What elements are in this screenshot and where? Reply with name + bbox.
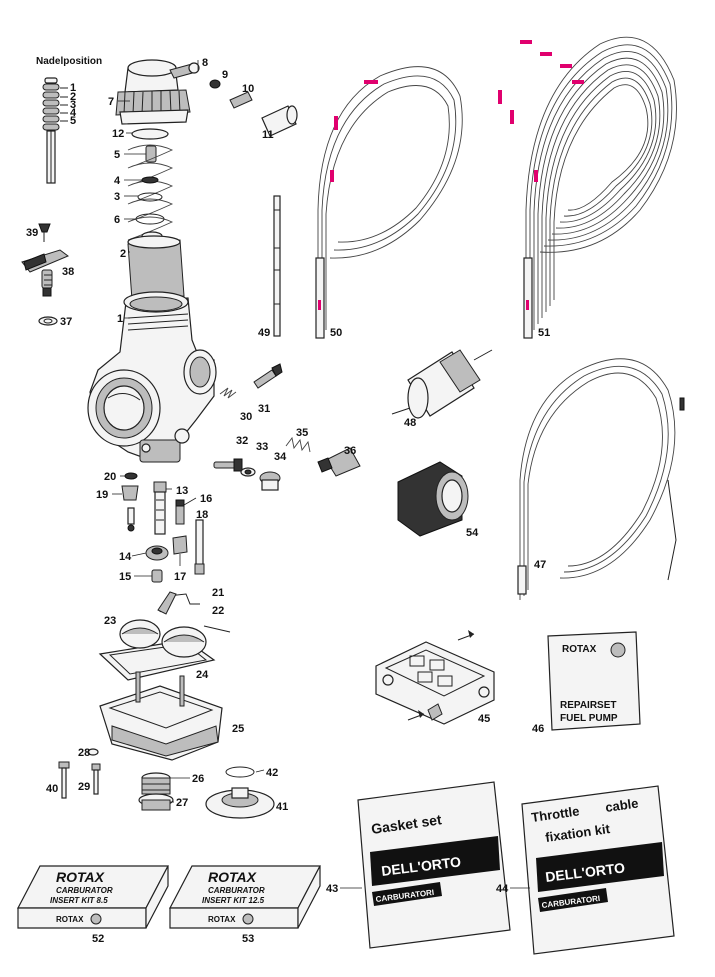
kit125-line1: CARBURATOR [208, 886, 265, 895]
callout-26: 26 [192, 773, 204, 785]
callout-49: 49 [258, 327, 270, 339]
repairset-line1: REPAIRSET [560, 700, 617, 711]
kit85-line1: CARBURATOR [56, 886, 113, 895]
needle-pos-1: 1 [70, 82, 76, 94]
cable-51 [498, 36, 677, 339]
callout-13: 13 [176, 485, 188, 497]
callout-17: 17 [174, 571, 186, 583]
kit85-footer: ROTAX [56, 915, 84, 924]
callout-31: 31 [258, 403, 270, 415]
callout-50: 50 [330, 327, 342, 339]
throttle-cable-bag: Throttle cable fixation kit DELL'ORTO CA… [521, 785, 675, 955]
callout-15: 15 [119, 571, 131, 583]
callout-9: 9 [222, 69, 228, 81]
kit85-line2: INSERT KIT 8.5 [50, 896, 108, 905]
callout-23: 23 [104, 615, 116, 627]
callout-27: 27 [176, 797, 188, 809]
callout-29: 29 [78, 781, 90, 793]
callout-33: 33 [256, 441, 268, 453]
float-bowl [99, 671, 223, 761]
gasket-set-bag: Gasket set DELL'ORTO CARBURATORI [357, 781, 511, 949]
callout-38: 38 [62, 266, 74, 278]
needle-pos-4: 4 [70, 107, 77, 119]
callout-42: 42 [266, 767, 278, 779]
callout-6: 6 [114, 214, 120, 226]
leader-lines [112, 60, 530, 889]
fuel-filter [391, 349, 493, 419]
callout-19: 19 [96, 489, 108, 501]
float-assembly [98, 591, 231, 681]
callout-36: 36 [344, 445, 356, 457]
callout-5: 5 [114, 149, 120, 161]
needle-pos-3: 3 [70, 99, 76, 111]
callout-46: 46 [532, 723, 544, 735]
callout-48: 48 [404, 417, 416, 429]
callout-52: 52 [92, 933, 104, 945]
callout-10: 10 [242, 83, 254, 95]
carb-body [87, 291, 217, 463]
jets-group [121, 472, 205, 583]
callout-45: 45 [478, 713, 490, 725]
callout-24: 24 [196, 669, 209, 681]
fuel-pump-body [375, 630, 495, 725]
callout-44: 44 [496, 883, 509, 895]
kit125-brand: ROTAX [208, 869, 258, 885]
kit-box-12-5: ROTAX CARBURATOR INSERT KIT 12.5 ROTAX [169, 865, 321, 929]
callout-18: 18 [196, 509, 208, 521]
needle-pos-2: 2 [70, 91, 76, 103]
bottom-parts [58, 748, 275, 819]
repairset-line2: FUEL PUMP [560, 713, 618, 724]
needle-position-title: Nadelposition [36, 56, 102, 67]
callout-22: 22 [212, 605, 224, 617]
callout-54: 54 [466, 527, 479, 539]
callout-20: 20 [104, 471, 116, 483]
callout-11: 11 [262, 129, 274, 141]
throttle-title1: Throttle [530, 803, 580, 825]
callout-51: 51 [538, 327, 550, 339]
callout-4: 4 [114, 175, 121, 187]
callout-2: 2 [120, 248, 126, 260]
carb-cap-assembly [115, 59, 298, 301]
callout-35: 35 [296, 427, 308, 439]
callout-1: 1 [117, 313, 123, 325]
callout-32: 32 [236, 435, 248, 447]
mixture-screw-parts [213, 363, 361, 491]
repairset-card: ROTAX REPAIRSET FUEL PUMP [547, 631, 641, 731]
callout-21: 21 [212, 587, 224, 599]
cable-47 [517, 358, 685, 600]
callout-7: 7 [108, 96, 114, 108]
callout-43: 43 [326, 883, 338, 895]
repairset-brand: ROTAX [562, 644, 597, 655]
kit125-footer: ROTAX [208, 915, 236, 924]
rod-49 [273, 195, 281, 337]
needle-pos-5: 5 [70, 115, 76, 127]
kit85-brand: ROTAX [56, 869, 106, 885]
callout-28: 28 [78, 747, 90, 759]
kit-box-8-5: ROTAX CARBURATOR INSERT KIT 8.5 ROTAX [17, 865, 169, 929]
rubber-sleeve [397, 461, 469, 537]
callout-14: 14 [119, 551, 132, 563]
callout-25: 25 [232, 723, 244, 735]
callout-47: 47 [534, 559, 546, 571]
throttle-lever-parts [21, 223, 69, 326]
kit125-line2: INSERT KIT 12.5 [202, 896, 265, 905]
callout-40: 40 [46, 783, 58, 795]
needle-position-chart: Nadelposition 1 2 3 4 5 [36, 56, 102, 184]
callout-3: 3 [114, 191, 120, 203]
callout-34: 34 [274, 451, 287, 463]
callout-41: 41 [276, 801, 288, 813]
callout-16: 16 [200, 493, 212, 505]
callout-39: 39 [26, 227, 38, 239]
callout-labels: 1 2 3 4 5 6 7 8 9 10 11 12 13 14 15 16 1… [26, 57, 550, 945]
callout-37: 37 [60, 316, 72, 328]
callout-12: 12 [112, 128, 124, 140]
callout-8: 8 [202, 57, 208, 69]
callout-30: 30 [240, 411, 252, 423]
throttle-title2: cable [604, 795, 639, 814]
callout-53: 53 [242, 933, 254, 945]
cable-50 [315, 66, 463, 339]
